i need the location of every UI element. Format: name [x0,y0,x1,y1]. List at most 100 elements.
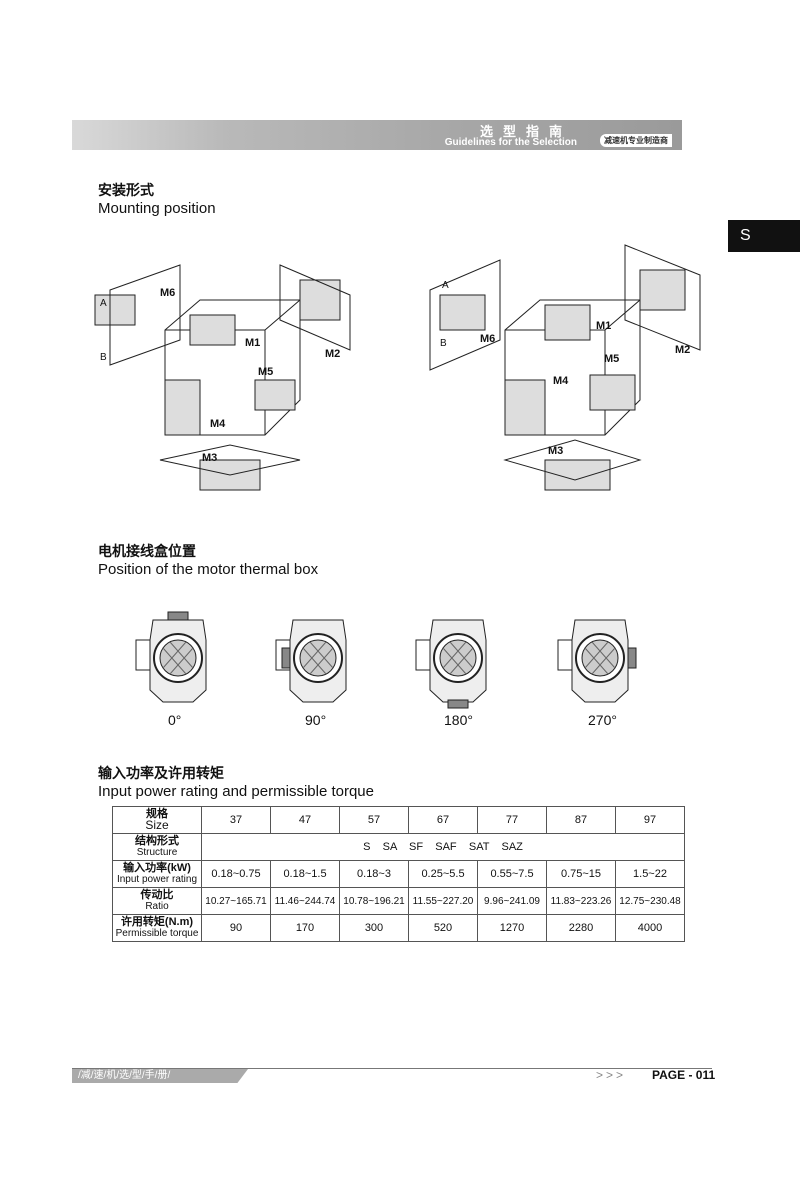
thermal-title-cn: 电机接线盒位置 [98,543,196,559]
thermal-box-diagrams [135,611,637,709]
label-m3-right: M3 [548,445,564,457]
header-title-en: Guidelines for the Selection [444,137,577,148]
header-title-cn: 选型指南 [479,124,572,139]
ratio-cell: 10.27~165.71 [201,887,271,915]
table-row-torque: 许用转矩(N.m)Permissible torque 90 170 300 5… [112,914,685,942]
ratio-cell: 11.83~223.26 [546,887,616,915]
label-b: B [100,352,107,363]
table-row-power: 输入功率(kW)Input power rating 0.18~0.75 0.1… [112,860,685,888]
label-a-right: A [442,280,449,291]
plane-m6 [109,264,181,366]
footer-arrows: >>> [596,1068,627,1082]
torque-cell: 90 [201,914,271,942]
power-cell: 1.5~22 [615,860,685,888]
plane-m2-right [624,244,701,351]
label-m1: M1 [245,337,261,349]
label-m4: M4 [210,418,226,430]
size-cell: 67 [408,806,478,834]
ratio-cell: 9.96~241.09 [477,887,547,915]
plane-m6-right [429,259,501,371]
size-cell: 77 [477,806,547,834]
size-cell: 47 [270,806,340,834]
size-cell: 97 [615,806,685,834]
position-90: 90° [305,712,327,728]
label-m6: M6 [160,287,176,299]
size-cell: 37 [201,806,271,834]
position-180: 180° [444,712,473,728]
ratio-label-en: Ratio [145,901,169,912]
structure-label-cn: 结构形式 [135,835,179,847]
torque-cell: 1270 [477,914,547,942]
label-m6-right: M6 [480,333,496,345]
torque-title-cn: 输入功率及许用转矩 [98,765,224,781]
ratio-cell: 12.75~230.48 [615,887,685,915]
gear-unit-m5 [254,379,296,411]
terminal-box-top [167,611,189,621]
power-cell: 0.25~5.5 [408,860,478,888]
label-m2: M2 [325,348,341,360]
structure-label-en: Structure [136,847,178,858]
section-tab: S [728,220,800,252]
gear-unit-front-view-1 [275,619,347,703]
power-label-en: Input power rating [116,874,198,885]
ratio-label-cn: 传动比 [140,889,174,901]
plane-m3 [159,444,301,476]
structure-cell: S SA SF SAF SAT SAZ [201,833,685,861]
power-cell: 0.18~1.5 [270,860,340,888]
gear-unit-m4 [164,379,201,436]
size-label-cn: 规格 [146,808,168,820]
footer-tag: /减/速/机/选/型/手/册/ [72,1069,248,1083]
power-cell: 0.75~15 [546,860,616,888]
gear-unit-front-view-2 [415,619,487,709]
gear-unit-m5-right [589,374,636,411]
torque-cell: 170 [270,914,340,942]
gear-unit-m2 [299,279,341,321]
label-m4-right: M4 [553,375,569,387]
header-banner: 选型指南 Guidelines for the Selection 减速机专业制… [72,120,682,150]
torque-cell: 4000 [615,914,685,942]
gear-unit-m4-right [504,379,546,436]
size-cell: 87 [546,806,616,834]
gear-unit-m1-right [544,304,591,341]
torque-cell: 520 [408,914,478,942]
ratio-cell: 10.78~196.21 [339,887,409,915]
mounting-diagrams [94,244,701,491]
torque-title-en: Input power rating and permissible torqu… [98,783,374,800]
torque-cell: 2280 [546,914,616,942]
terminal-box-bottom [447,699,469,709]
power-cell: 0.55~7.5 [477,860,547,888]
plane-m3-right [503,439,642,481]
terminal-box-left [281,647,291,669]
gear-unit-m1 [189,314,236,346]
label-b-right: B [440,338,447,349]
size-cell: 57 [339,806,409,834]
torque-label-en: Permissible torque [115,928,199,939]
label-a: A [100,298,107,309]
power-cell: 0.18~3 [339,860,409,888]
gear-unit-front-view-0 [135,611,207,703]
gear-unit-front-view-3 [557,619,637,703]
position-0: 0° [168,712,182,728]
size-label-en: Size [145,818,169,832]
power-cell: 0.18~0.75 [201,860,271,888]
gear-unit-m2-right [639,269,686,311]
gear-unit-m3-right [544,459,611,491]
ratio-cell: 11.46~244.74 [270,887,340,915]
label-m3: M3 [202,452,218,464]
gear-unit-m6-right [439,294,486,331]
mounting-title-en: Mounting position [98,200,216,217]
torque-cell: 300 [339,914,409,942]
label-m1-right: M1 [596,320,612,332]
plane-m2 [279,264,351,351]
ratio-cell: 11.55~227.20 [408,887,478,915]
torque-label-cn: 许用转矩(N.m) [120,916,194,928]
position-270: 270° [588,712,617,728]
mounting-title-cn: 安装形式 [98,182,154,198]
thermal-title-en: Position of the motor thermal box [98,561,319,578]
label-m5: M5 [258,366,274,378]
